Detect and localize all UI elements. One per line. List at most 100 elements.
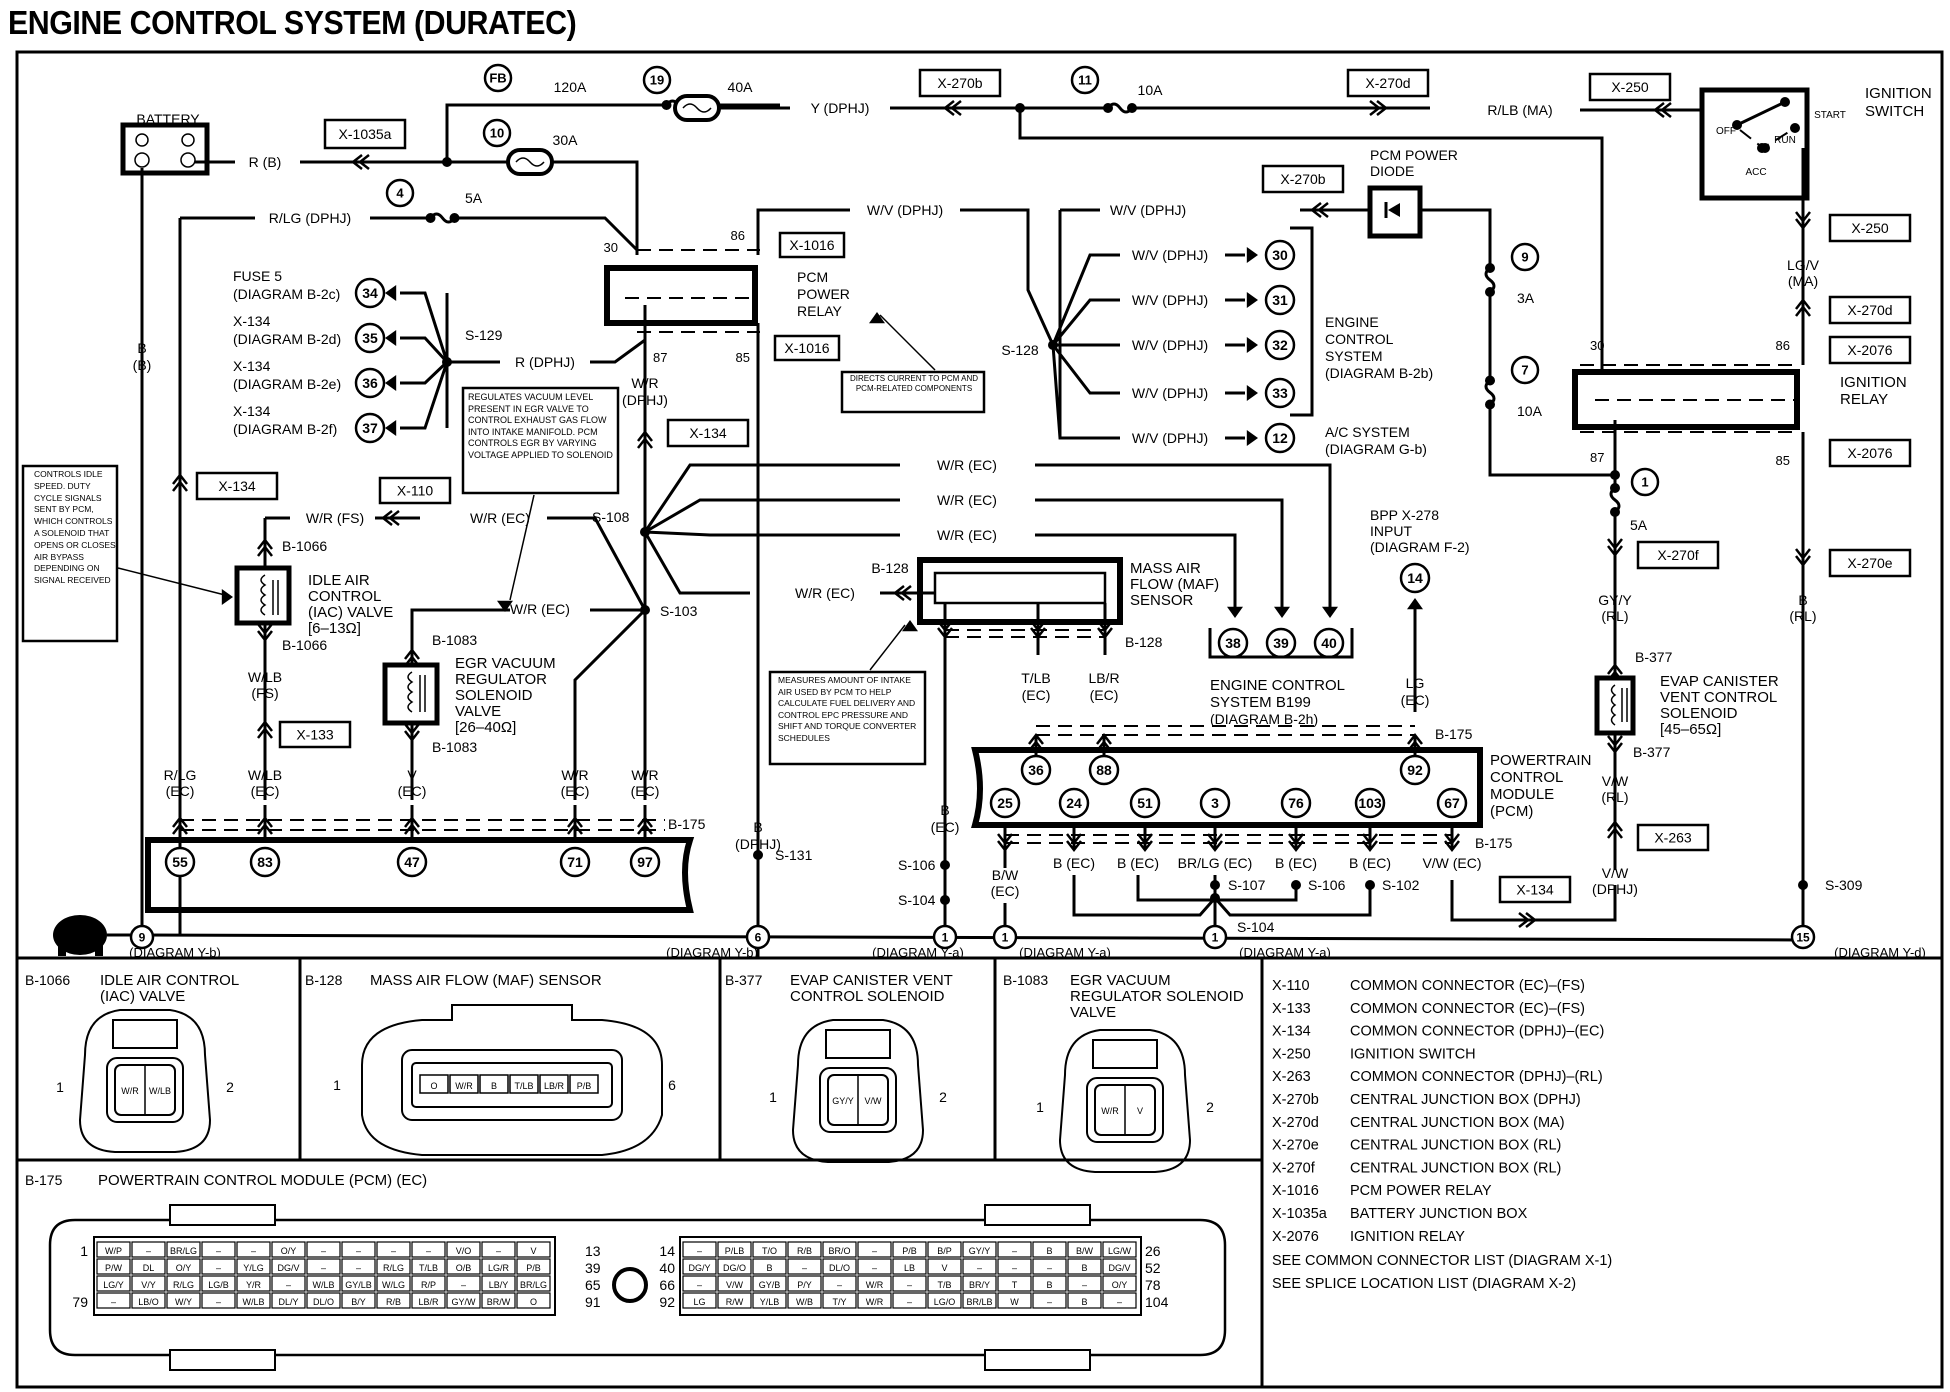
pcm-pin-wire: – [802, 1263, 807, 1273]
connector-housing [78, 1009, 212, 1153]
pcm-pin-cell [411, 1241, 446, 1258]
wire-label: B [137, 340, 146, 356]
s129-target-ref: 34 [362, 285, 378, 301]
relay-pin-label: 87 [653, 350, 667, 365]
wire [756, 208, 850, 255]
ecs-b199-label: (DIAGRAM B-2h) [1210, 711, 1318, 727]
fusible-link-element [515, 157, 545, 167]
relay-pin-label: 86 [1776, 338, 1790, 353]
pcm-pin-cell [341, 1241, 376, 1258]
fuse-rating: 3A [1517, 290, 1535, 306]
legend-note: SEE COMMON CONNECTOR LIST (DIAGRAM X-1) [1272, 1253, 1612, 1269]
connector-x133-label: X-133 [296, 727, 334, 743]
wire [552, 160, 639, 255]
pcm-row-label: 66 [659, 1277, 675, 1293]
pcm-pin-circle [396, 846, 428, 878]
ecs-ref: 33 [1272, 385, 1288, 401]
pcm-pin-wire: R/P [421, 1280, 436, 1290]
wire [1035, 533, 1237, 610]
fuse-7-ref-circle [1510, 355, 1540, 385]
wire-label: B/W [992, 867, 1019, 883]
egr-label: [26–40Ω] [455, 719, 516, 736]
note-iac: CONTROLS IDLE SPEED. DUTY CYCLE SIGNALS … [34, 469, 116, 585]
wire-label: V [407, 767, 417, 783]
note-maf-text: MEASURES AMOUNT OF INTAKE AIR USED BY PC… [778, 675, 917, 743]
fuse-rating: 5A [465, 190, 483, 206]
splice-label: S-128 [1001, 342, 1039, 358]
chevron-stroke [637, 815, 653, 828]
pcm-pin-circle [1280, 787, 1312, 819]
note-box [461, 386, 620, 495]
ground-ref-label: (DIAGRAM Y-a) [872, 945, 964, 960]
wire-label: W/LB [248, 767, 282, 783]
pcm-pin-cell [1102, 1292, 1137, 1309]
x270b-chevron-icon [942, 100, 962, 116]
fuse-rating: 5A [1630, 517, 1648, 533]
chevron-stroke [1028, 739, 1044, 752]
chevron-stroke [1407, 739, 1423, 752]
chevron-stroke [350, 154, 363, 170]
pcm-pin-cell [857, 1241, 892, 1258]
fuse-11-icon [1080, 102, 1160, 114]
wire-label: W/R (EC) [510, 601, 570, 617]
pcm-pin: 25 [997, 795, 1013, 811]
egr-solenoid-icon [382, 662, 440, 726]
chevron-stroke [404, 730, 420, 743]
s129-target-ref-circle [354, 277, 386, 309]
ignition-relay-label: IGNITION [1840, 374, 1907, 391]
ground-point: 15 [1796, 930, 1810, 944]
chevron-stroke [1309, 202, 1322, 218]
ecs-ref-circle [1264, 329, 1296, 361]
pcm-pin-circle [1199, 787, 1231, 819]
splice-label: S-309 [1825, 877, 1863, 893]
note-relay: DIRECTS CURRENT TO PCM AND PCM-RELATED C… [850, 374, 978, 393]
wire-label: (MA) [1788, 273, 1818, 289]
wire-label: (EC) [398, 783, 427, 799]
wire-label: T/LB [1021, 670, 1051, 686]
legend-desc: IGNITION SWITCH [1350, 1046, 1476, 1062]
wire [1018, 108, 1604, 380]
diagram-frame [15, 50, 1944, 1389]
pcm-connector-bolt-icon [612, 1267, 648, 1303]
pcm-pin-wire: DL/O [313, 1297, 334, 1307]
pcm-pin-cell [927, 1275, 962, 1292]
wire [1051, 298, 1120, 346]
connector-pin-label: W/R [455, 1081, 473, 1091]
fuse-7-icon [1484, 365, 1496, 420]
legend-desc: CENTRAL JUNCTION BOX (RL) [1350, 1138, 1561, 1154]
pcm-pin: 103 [1358, 795, 1382, 811]
note-box [840, 370, 986, 414]
pcm-pin-wire: – [872, 1263, 877, 1273]
legend-code: X-2076 [1272, 1229, 1319, 1245]
fuse-terminal [1485, 263, 1495, 273]
legend-code: X-270e [1272, 1138, 1319, 1154]
chevron-stroke [1376, 100, 1389, 116]
wire-label: GY/Y [1598, 592, 1632, 608]
ignition-switch-label: SWITCH [1865, 103, 1924, 120]
pcm-pin-cell [271, 1275, 306, 1292]
pcm-pin-wire: GY/LB [345, 1280, 372, 1290]
pcm-pin-wire: BR/LG [520, 1280, 547, 1290]
pcm-pin-cell [376, 1241, 411, 1258]
s129-target-ref-circle [354, 412, 386, 444]
pcm-pin-cell [927, 1292, 962, 1309]
pcm-pin-wire: LG/O [934, 1297, 956, 1307]
pcm-left-block-icon [145, 837, 695, 913]
pcm-pin: 24 [1066, 795, 1082, 811]
wire-label: W/R [561, 767, 588, 783]
pcm-pin-wire: – [146, 1246, 151, 1256]
pcm-pin-wire: W/LB [312, 1280, 334, 1290]
fuse-terminal [1127, 103, 1137, 113]
pointer-line [869, 624, 906, 671]
bpp-ref-circle [1399, 562, 1431, 594]
pcm-pin-wire: P/Y [797, 1280, 812, 1290]
pcm-connector-label: B-175 [1475, 835, 1513, 851]
pcm-pin-wire: LG/W [1108, 1246, 1132, 1256]
pcm-pin-cell [682, 1241, 717, 1258]
fuse-terminal [425, 213, 436, 223]
battery-positive-icon [181, 133, 195, 147]
arrow-icon [1227, 606, 1243, 618]
wire [644, 498, 900, 534]
maf-connector-label: B-128 [1125, 634, 1163, 650]
pcm-connector-latch [169, 1349, 276, 1371]
